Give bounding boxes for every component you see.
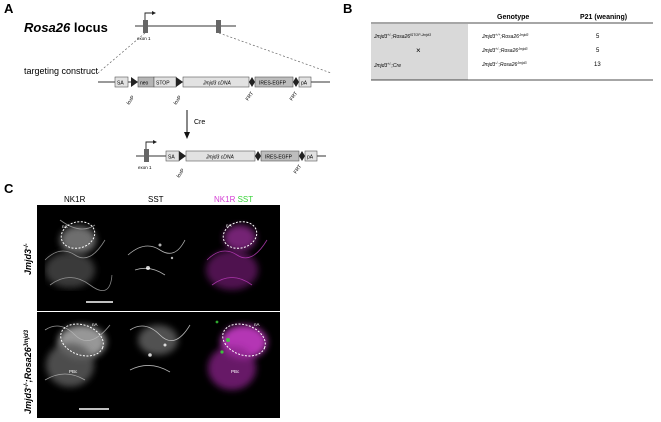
svg-text:5: 5 — [596, 48, 600, 54]
svg-text:nA: nA — [62, 224, 68, 229]
loxp-label-3: loxP — [176, 167, 187, 179]
targeting-construct-diagram: SA neo STOP Jmjd3 cDNA IRES-EGFP pA loxP… — [98, 76, 330, 106]
svg-text:Jmjd3+/-;Rosa26Jmjd3: Jmjd3+/-;Rosa26Jmjd3 — [481, 47, 528, 54]
svg-text:Jmjd3 cDNA: Jmjd3 cDNA — [205, 155, 234, 161]
exon-label: exon 1 — [137, 36, 151, 41]
svg-text:exon 1: exon 1 — [138, 165, 152, 170]
svg-text:IRES-EGFP: IRES-EGFP — [265, 155, 293, 161]
svg-text:pA: pA — [307, 155, 314, 161]
panel-label-a: A — [4, 1, 14, 16]
svg-text:SA: SA — [168, 155, 175, 161]
svg-text:Jmjd3-/-;Rosa26Jmjd3: Jmjd3-/-;Rosa26Jmjd3 — [481, 61, 527, 68]
loxp-site-1 — [131, 77, 138, 87]
svg-text:neo: neo — [140, 81, 149, 87]
svg-text:nA: nA — [226, 223, 232, 228]
micrograph-row-1-sst — [118, 205, 199, 311]
loxp-site-2 — [176, 77, 183, 87]
micrograph-row-2-merge: nA PBc — [199, 312, 280, 418]
loxp-site-3 — [179, 151, 186, 161]
genotype-table: Genotype P21 (weaning) Jmjd3+/-;Rosa26lS… — [371, 14, 653, 81]
table-row: Jmjd3-/-;Rosa26Jmjd3 13 — [481, 61, 601, 68]
parent-1-genotype: Jmjd3+/-;Rosa26lSTOP-Jmjd3 — [373, 33, 431, 40]
svg-text:PBc: PBc — [231, 369, 240, 374]
micrograph-row-2-nk1r: nA PBc — [37, 312, 118, 418]
parents-shaded-cell — [371, 24, 468, 80]
cre-label: Cre — [194, 119, 205, 126]
svg-text:STOP: STOP — [156, 81, 170, 87]
rosa26-locus-diagram: exon 1 — [97, 11, 332, 74]
row-label-jmjd3-rescue: Jmjd3-/-;Rosa26Jmjd3 — [23, 329, 33, 414]
column-header-sst: SST — [148, 195, 164, 204]
header-p21: P21 (weaning) — [580, 14, 627, 21]
svg-text:5: 5 — [596, 34, 600, 40]
frt-label-1: FRT — [245, 91, 255, 102]
panel-label-b: B — [343, 1, 352, 16]
svg-text:PBc: PBc — [69, 369, 78, 374]
svg-text:nA: nA — [254, 322, 260, 327]
column-header-nk1r: NK1R — [64, 195, 86, 204]
recombined-allele-diagram: exon 1 SA Jmjd3 cDNA IRES-EGFP pA loxP F… — [136, 140, 326, 179]
header-genotype: Genotype — [497, 14, 529, 21]
row-label-jmjd3-ko: Jmjd3-/- — [23, 243, 33, 275]
exon-1-box — [143, 20, 148, 33]
targeting-construct-label: targeting construct — [24, 66, 99, 76]
frt-site-1 — [249, 77, 255, 87]
frt-site-2 — [293, 77, 299, 87]
exon-2-box — [216, 20, 221, 33]
svg-text:Jmjd3 cDNA: Jmjd3 cDNA — [202, 81, 231, 87]
svg-text:IRES-EGFP: IRES-EGFP — [259, 81, 287, 87]
svg-text:13: 13 — [594, 62, 601, 68]
frt-site-4 — [299, 151, 305, 161]
sa-box — [114, 76, 129, 88]
svg-text:pA: pA — [301, 81, 308, 87]
table-row: Jmjd3+/+;Rosa26Jmjd3 5 — [481, 33, 600, 40]
parent-2-genotype: Jmjd3+/-;Cre — [373, 62, 401, 69]
pa-box — [298, 76, 312, 88]
na-outline — [60, 323, 104, 357]
cre-arrow: Cre — [184, 110, 205, 139]
table-row: Jmjd3+/-;Rosa26Jmjd3 5 — [481, 47, 600, 54]
promoter-arrow-icon — [144, 12, 152, 20]
panel-label-c: C — [4, 181, 14, 196]
pa-box-2 — [304, 150, 318, 162]
column-header-merge: NK1R SST — [214, 195, 253, 204]
loxp-label-2: loxP — [173, 94, 184, 106]
micrograph-row-1-nk1r: nA — [37, 205, 118, 311]
na-outline — [60, 221, 96, 249]
micrograph-row-2-sst — [118, 312, 199, 418]
svg-text:nA: nA — [92, 322, 98, 327]
promoter-arrow-icon — [145, 141, 153, 149]
micrograph-row-1-merge: nA — [199, 205, 280, 311]
cross-symbol: × — [416, 46, 421, 55]
svg-text:SA: SA — [117, 81, 124, 87]
loxp-label-1: loxP — [126, 94, 137, 106]
frt-label-2: FRT — [289, 91, 299, 102]
locus-title: Rosa26 locus — [24, 20, 108, 35]
frt-label-3: FRT — [293, 164, 303, 175]
svg-text:Jmjd3+/+;Rosa26Jmjd3: Jmjd3+/+;Rosa26Jmjd3 — [481, 33, 528, 40]
frt-site-3 — [255, 151, 261, 161]
